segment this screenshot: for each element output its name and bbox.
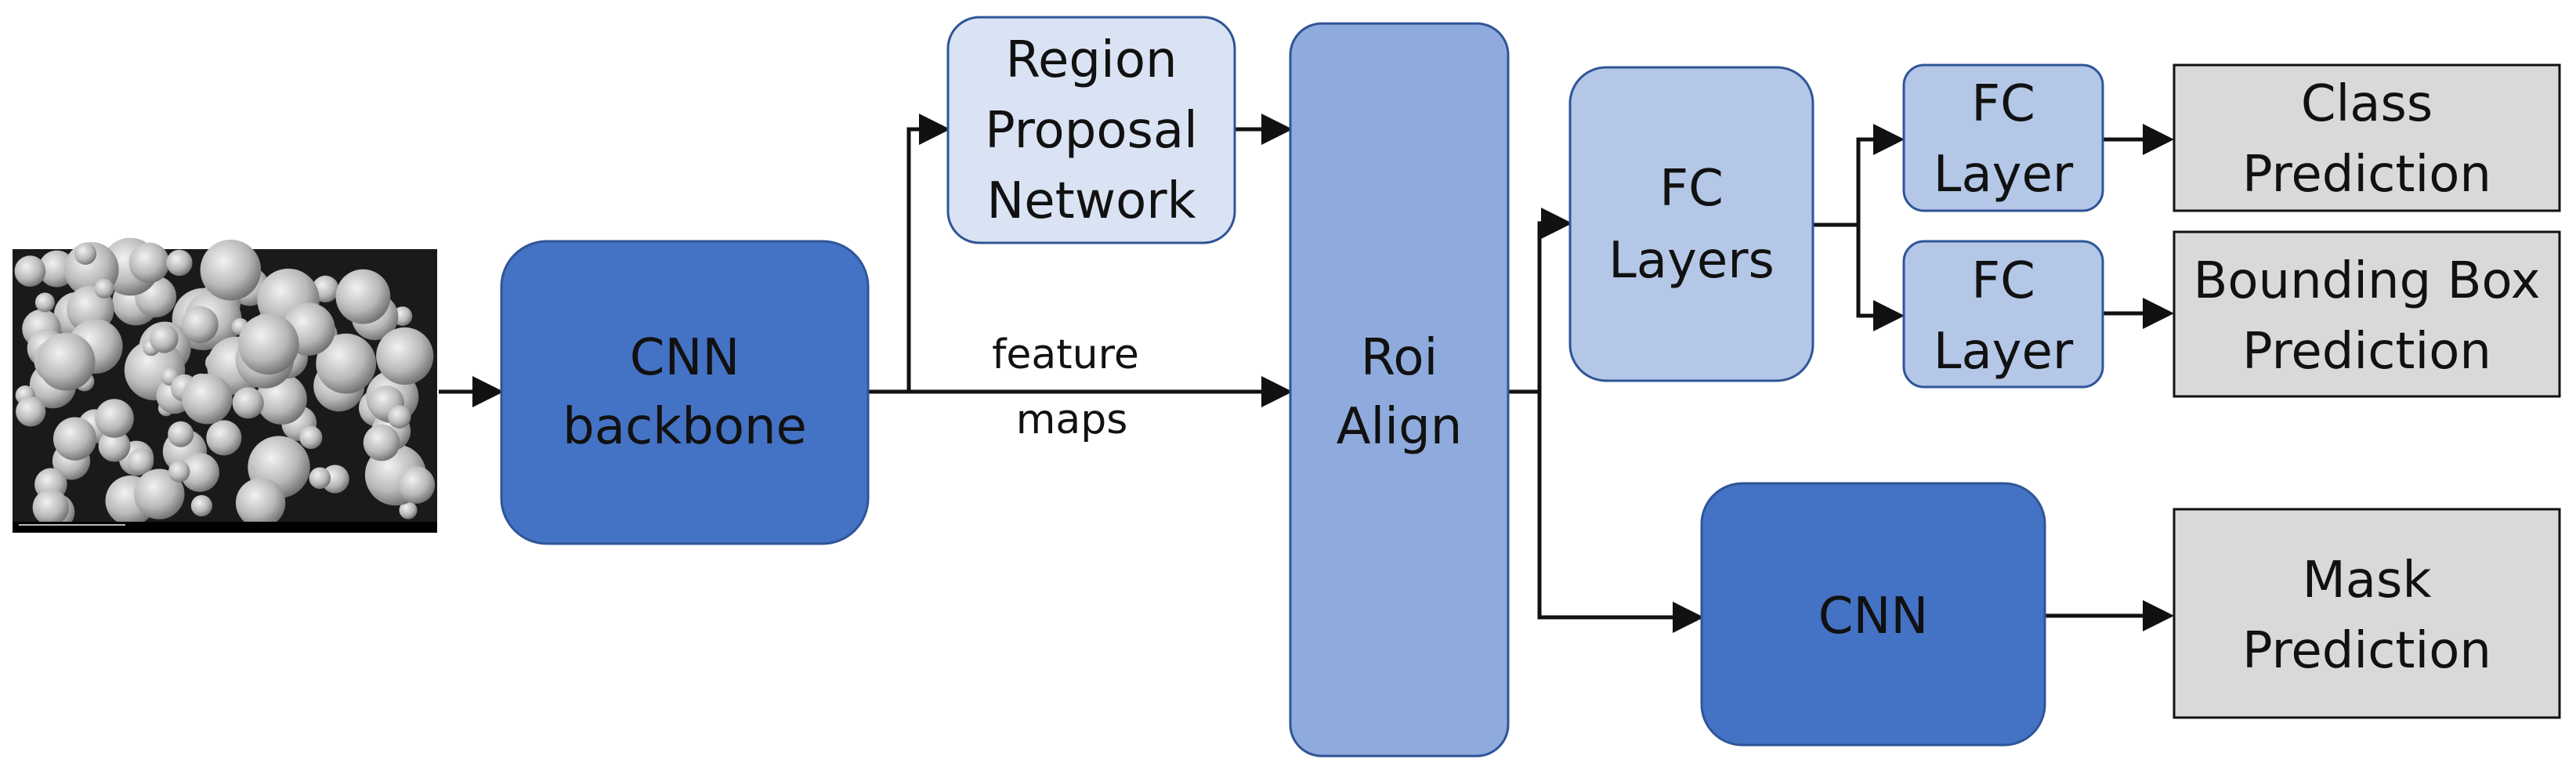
- particle: [363, 424, 400, 461]
- particle: [182, 374, 233, 425]
- roi-align-label-line1: Roi: [1361, 329, 1438, 387]
- edge-fclayers-to-fclayer-top: [1856, 124, 1905, 225]
- particle: [95, 399, 134, 438]
- mask-prediction-node: Mask Prediction: [2173, 508, 2561, 719]
- cnn-mask-node: CNN: [1700, 482, 2046, 747]
- edge-fclayers-to-fclayer-bottom: [1856, 225, 1905, 331]
- fc-layer-top-label-line2: Layer: [1934, 146, 2074, 204]
- rpn-label-line1: Region: [1005, 31, 1177, 89]
- particle: [397, 466, 436, 504]
- particle: [150, 324, 179, 353]
- particle: [316, 333, 377, 394]
- particle: [335, 269, 391, 324]
- particle: [309, 467, 331, 490]
- fc-layers-label-line2: Layers: [1608, 232, 1775, 290]
- particle: [14, 255, 46, 287]
- particle: [388, 405, 411, 429]
- particles: [14, 237, 436, 530]
- fc-layers-node: FC Layers: [1568, 66, 1814, 382]
- fc-layer-top-label-line1: FC: [1971, 75, 2035, 133]
- edge-roialign-to-cnn: [1537, 392, 1704, 633]
- mask-prediction-line2: Prediction: [2242, 622, 2491, 680]
- fc-layer-top-node: FC Layer: [1902, 63, 2104, 212]
- particle: [34, 292, 55, 313]
- particle: [235, 478, 286, 528]
- feature-maps-line2: maps: [1016, 396, 1128, 443]
- edges: [439, 114, 2174, 633]
- feature-maps-label: feature maps: [992, 331, 1139, 443]
- fc-layer-bottom-label-line1: FC: [1971, 252, 2035, 310]
- fc-layer-bottom-label-line2: Layer: [1934, 323, 2074, 381]
- cnn-mask-label: CNN: [1818, 588, 1928, 646]
- fc-layer-bottom-node: FC Layer: [1902, 240, 2104, 389]
- fc-layers-label-line1: FC: [1659, 160, 1724, 218]
- particle: [180, 453, 219, 492]
- particle: [376, 327, 434, 385]
- particle: [181, 306, 219, 343]
- particle: [166, 249, 193, 277]
- edge-roialign-to-fclayers: [1537, 208, 1572, 392]
- particle: [238, 313, 299, 375]
- mask-prediction-line1: Mask: [2303, 552, 2432, 609]
- particle: [94, 278, 114, 298]
- particle: [190, 495, 212, 517]
- bbox-prediction-line2: Prediction: [2242, 323, 2491, 381]
- cnn-backbone-node: CNN backbone: [500, 240, 870, 545]
- particle: [32, 489, 69, 526]
- particle: [74, 242, 97, 265]
- bbox-prediction-node: Bounding Box Prediction: [2173, 230, 2561, 398]
- particle: [127, 448, 154, 476]
- particle: [134, 468, 185, 519]
- particle: [232, 387, 264, 419]
- particle: [299, 425, 323, 450]
- cnn-backbone-label-line1: CNN: [630, 329, 740, 387]
- particle: [98, 429, 131, 462]
- particle: [37, 332, 96, 391]
- rpn-label-line3: Network: [986, 172, 1196, 230]
- particle: [206, 420, 242, 456]
- cnn-backbone-label-line2: backbone: [563, 398, 807, 456]
- particle: [16, 396, 46, 427]
- feature-maps-line1: feature: [992, 331, 1139, 378]
- particle: [53, 417, 97, 461]
- particle: [168, 421, 194, 447]
- particle: [168, 461, 190, 483]
- input-image: [13, 237, 437, 533]
- rpn-label-line2: Proposal: [985, 102, 1198, 160]
- class-prediction-line2: Prediction: [2242, 146, 2491, 204]
- rpn-node: Region Proposal Network: [946, 16, 1236, 244]
- class-prediction-line1: Class: [2301, 75, 2433, 133]
- particle: [399, 501, 418, 519]
- class-prediction-node: Class Prediction: [2173, 63, 2561, 212]
- roi-align-node: Roi Align: [1289, 22, 1510, 758]
- bbox-prediction-line1: Bounding Box: [2193, 252, 2540, 310]
- edge-backbone-to-rpn: [906, 114, 950, 392]
- particle: [128, 242, 170, 284]
- roi-align-label-line2: Align: [1337, 398, 1463, 456]
- particle: [200, 239, 262, 301]
